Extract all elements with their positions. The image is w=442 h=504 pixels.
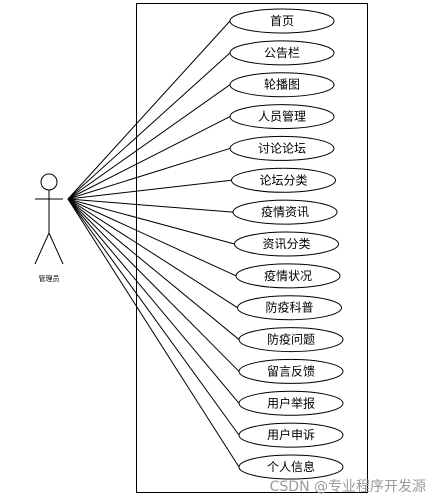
actor-label: 管理员 (39, 274, 60, 283)
use-case-label: 轮播图 (264, 78, 300, 92)
association-line (67, 198, 238, 309)
use-case: 首页 (229, 8, 335, 34)
use-case: 讨论论坛 (229, 135, 335, 161)
actor-head (40, 173, 58, 191)
use-case: 公告栏 (229, 40, 335, 66)
use-case-ellipse (229, 72, 335, 98)
association-line (67, 179, 232, 200)
use-case-ellipse (232, 199, 338, 225)
use-case-label: 人员管理 (258, 109, 306, 124)
use-case-ellipse (238, 422, 344, 448)
system-boundary (136, 3, 368, 493)
use-case-ellipse (235, 263, 341, 289)
association-line (67, 116, 231, 200)
use-case-ellipse (238, 327, 344, 353)
association-line (67, 198, 240, 468)
association-line (67, 20, 231, 200)
use-case-list: 首页公告栏轮播图人员管理讨论论坛论坛分类疫情资讯资讯分类疫情状况防疫科普防疫问题… (229, 8, 344, 480)
use-case-ellipse (229, 40, 335, 66)
use-case-ellipse (229, 104, 335, 130)
actor-left-leg (34, 232, 50, 265)
use-case-label: 个人信息 (267, 459, 315, 474)
use-case: 轮播图 (229, 72, 335, 98)
use-case-ellipse (238, 358, 344, 384)
use-case-ellipse (231, 167, 336, 193)
association-line (67, 198, 240, 340)
association-line (67, 198, 234, 213)
use-case: 人员管理 (229, 104, 335, 130)
actor-right-leg (48, 232, 64, 265)
use-case: 资讯分类 (234, 231, 339, 257)
association-line (67, 198, 240, 436)
use-case: 用户举报 (238, 390, 344, 416)
use-case-ellipse (229, 135, 335, 161)
use-case-label: 疫情资讯 (261, 204, 309, 219)
use-case: 疫情资讯 (232, 199, 338, 225)
use-case-label: 论坛分类 (259, 173, 307, 187)
use-case-label: 公告栏 (264, 45, 300, 60)
use-case-ellipse (237, 295, 342, 321)
use-case-label: 首页 (270, 14, 294, 28)
actor-figure (34, 173, 64, 265)
use-case-label: 用户申诉 (267, 427, 315, 442)
use-case: 防疫科普 (237, 295, 342, 321)
association-lines (67, 20, 240, 468)
use-case: 用户申诉 (238, 422, 344, 448)
use-case: 疫情状况 (235, 263, 341, 289)
use-case-label: 资讯分类 (262, 237, 310, 251)
use-case-ellipse (238, 390, 344, 416)
use-case: 论坛分类 (231, 167, 336, 193)
use-case-label: 讨论论坛 (258, 141, 306, 155)
use-case-label: 防疫科普 (265, 300, 313, 315)
use-case-ellipse (238, 454, 344, 480)
association-line (67, 52, 231, 200)
use-case-label: 疫情状况 (264, 268, 312, 283)
association-line (67, 147, 231, 200)
use-case: 个人信息 (238, 454, 344, 480)
watermark: CSDN @专业程序开发源 (270, 479, 426, 495)
use-case-label: 用户举报 (267, 395, 315, 410)
association-line (67, 84, 231, 200)
use-case-ellipse (234, 231, 339, 257)
association-line (67, 198, 240, 372)
association-line (67, 198, 237, 277)
use-case-label: 留言反馈 (267, 364, 315, 378)
use-case: 防疫问题 (238, 327, 344, 353)
use-case-ellipse (229, 8, 335, 34)
use-case-label: 防疫问题 (267, 332, 315, 347)
association-line (67, 198, 240, 404)
use-case: 留言反馈 (238, 358, 344, 384)
association-line (67, 198, 235, 245)
